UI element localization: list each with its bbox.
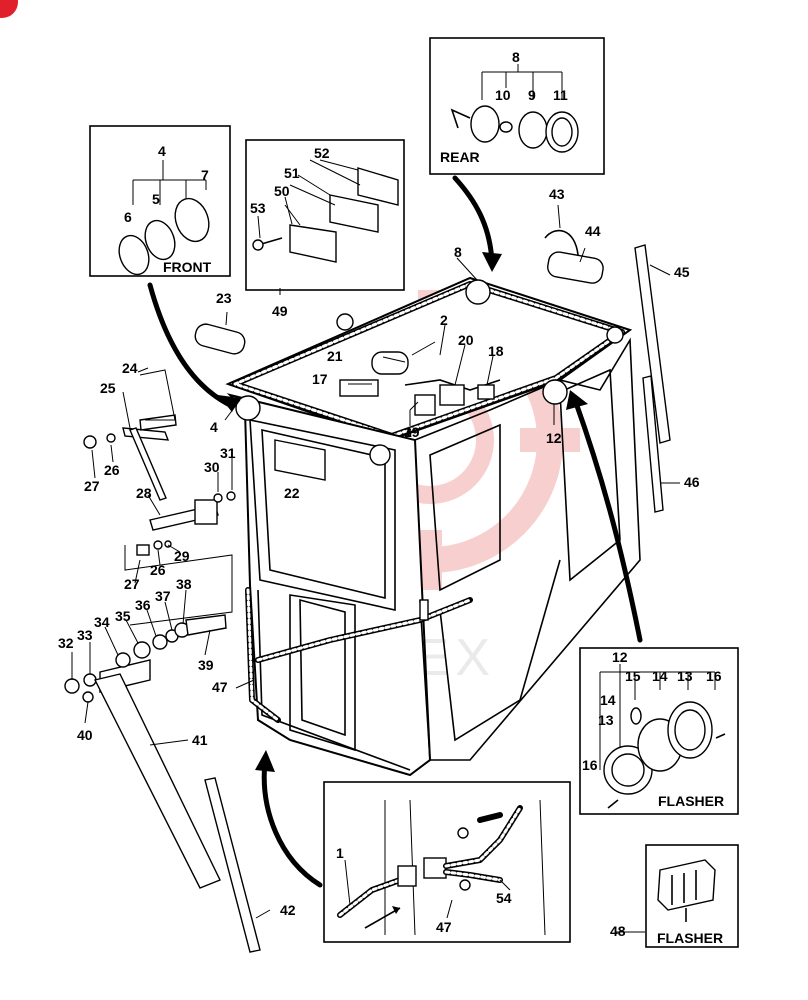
part-label-32: 32 [58,635,74,651]
part-label-19: 19 [404,424,420,440]
part-label-40: 40 [77,727,93,743]
part-label-12: 12 [546,430,562,446]
part-label-8b: 8 [454,244,462,260]
part-label-29: 29 [174,548,190,564]
flasher-unit-callout: FLASHER [645,844,739,948]
part-label-52: 52 [314,145,330,161]
part-label-42: 42 [280,902,296,918]
part-label-48: 48 [610,923,626,939]
part-label-4: 4 [210,419,218,435]
part-label-16: 16 [706,668,722,684]
part-label-20: 20 [458,332,474,348]
part-label-24: 24 [122,360,138,376]
part-label-22: 22 [284,485,300,501]
corner-marker [0,0,18,18]
part-label-16b: 16 [582,757,598,773]
part-label-50: 50 [274,183,290,199]
part-label-3: 3 [404,424,412,440]
part-label-1: 1 [336,845,344,861]
wiper-and-hardware-parts [64,229,671,953]
part-label-43: 43 [549,186,565,202]
part-label-13: 13 [677,668,693,684]
part-label-34: 34 [94,614,110,630]
part-label-35: 35 [115,608,131,624]
part-label-7: 7 [201,167,209,183]
part-label-33: 33 [77,627,93,643]
part-label-26b: 26 [150,562,166,578]
part-label-4b: 4 [158,143,166,159]
part-label-30: 30 [204,459,220,475]
part-label-31: 31 [220,445,236,461]
part-label-26: 26 [104,462,120,478]
rear-lamp-callout: REAR [429,37,605,175]
part-number-labels: 1 2 3 4 4 5 6 7 8 8 9 10 11 12 12 13 13 … [58,49,722,939]
part-label-49: 49 [272,303,288,319]
part-label-28: 28 [136,485,152,501]
dome-lamp-callout [245,139,405,291]
part-label-12b: 12 [612,649,628,665]
part-label-46: 46 [684,474,700,490]
leader-lines [71,159,680,933]
part-label-39: 39 [198,657,214,673]
front-caption: FRONT [163,259,212,275]
part-label-38: 38 [176,576,192,592]
part-label-15: 15 [625,668,641,684]
part-label-8: 8 [512,49,520,65]
part-label-36: 36 [135,597,151,613]
part-label-11: 11 [553,87,568,103]
front-lamp-callout: FRONT [89,125,231,277]
part-label-51: 51 [284,165,300,181]
part-label-27: 27 [84,478,100,494]
cab-body [225,276,641,777]
part-label-47: 47 [212,679,228,695]
part-label-9: 9 [528,87,536,103]
part-label-41: 41 [192,732,208,748]
harness-detail-callout [323,781,571,943]
part-label-23: 23 [216,290,232,306]
part-label-17: 17 [312,371,328,387]
part-label-27b: 27 [124,576,140,592]
part-label-21: 21 [327,348,343,364]
part-label-13b: 13 [598,712,614,728]
rear-caption: REAR [440,149,480,165]
pointer-arrows [147,175,643,888]
part-label-2: 2 [440,312,448,328]
flasher-unit-caption: FLASHER [657,930,723,946]
part-label-54: 54 [496,890,512,906]
part-label-37: 37 [155,588,171,604]
part-label-14: 14 [652,668,668,684]
part-label-45: 45 [674,264,690,280]
part-label-10: 10 [495,87,511,103]
part-label-53: 53 [250,200,266,216]
part-label-6: 6 [124,209,132,225]
part-label-5: 5 [152,191,160,207]
part-label-14b: 14 [600,692,616,708]
part-label-25: 25 [100,380,116,396]
flasher-detail-callout: FLASHER [579,647,739,815]
part-label-18: 18 [488,343,504,359]
part-label-47b: 47 [436,919,452,935]
part-label-44: 44 [585,223,601,239]
flasher-detail-caption: FLASHER [658,793,724,809]
